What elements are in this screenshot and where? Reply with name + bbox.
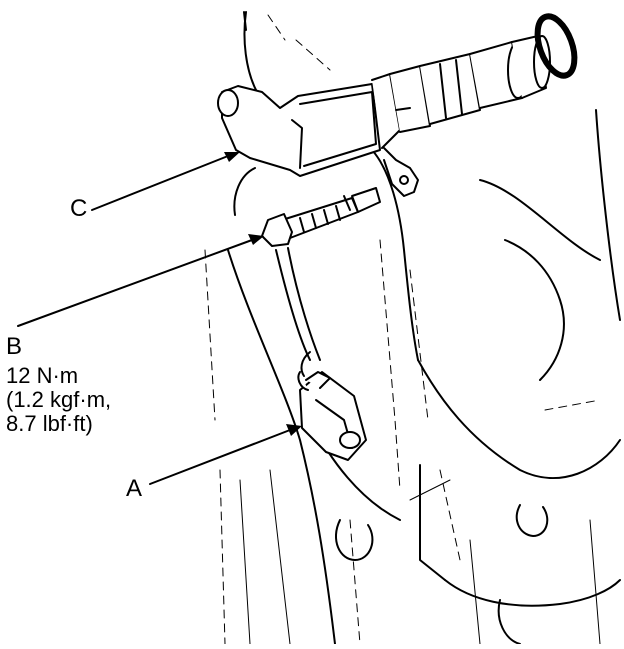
arrowhead-b xyxy=(248,234,264,245)
connector-harness xyxy=(275,247,321,361)
electrical-connector xyxy=(297,351,367,461)
torque-spec-nm: 12 N·m xyxy=(6,363,79,388)
callout-b-label: B xyxy=(6,333,23,360)
torque-spec-lbf: 8.7 lbf·ft) xyxy=(6,411,93,436)
arrowhead-a xyxy=(286,424,302,436)
callout-a-label: A xyxy=(126,475,143,502)
o-ring xyxy=(534,13,578,79)
torque-spec-kgf: (1.2 kgf·m, xyxy=(6,387,112,412)
arrowhead-c xyxy=(224,152,240,162)
leader-line-b xyxy=(17,239,253,327)
mounting-bolt xyxy=(261,187,381,247)
engine-dashed-edges xyxy=(204,14,601,645)
engine-thin-edges xyxy=(239,469,601,645)
leader-lines xyxy=(17,155,291,485)
leader-line-c xyxy=(91,155,229,211)
leader-arrowheads xyxy=(224,152,302,436)
engine-block-outline xyxy=(227,11,621,645)
oil-control-solenoid xyxy=(217,35,551,197)
leader-line-a xyxy=(149,429,291,485)
callout-c-label: C xyxy=(70,195,88,222)
